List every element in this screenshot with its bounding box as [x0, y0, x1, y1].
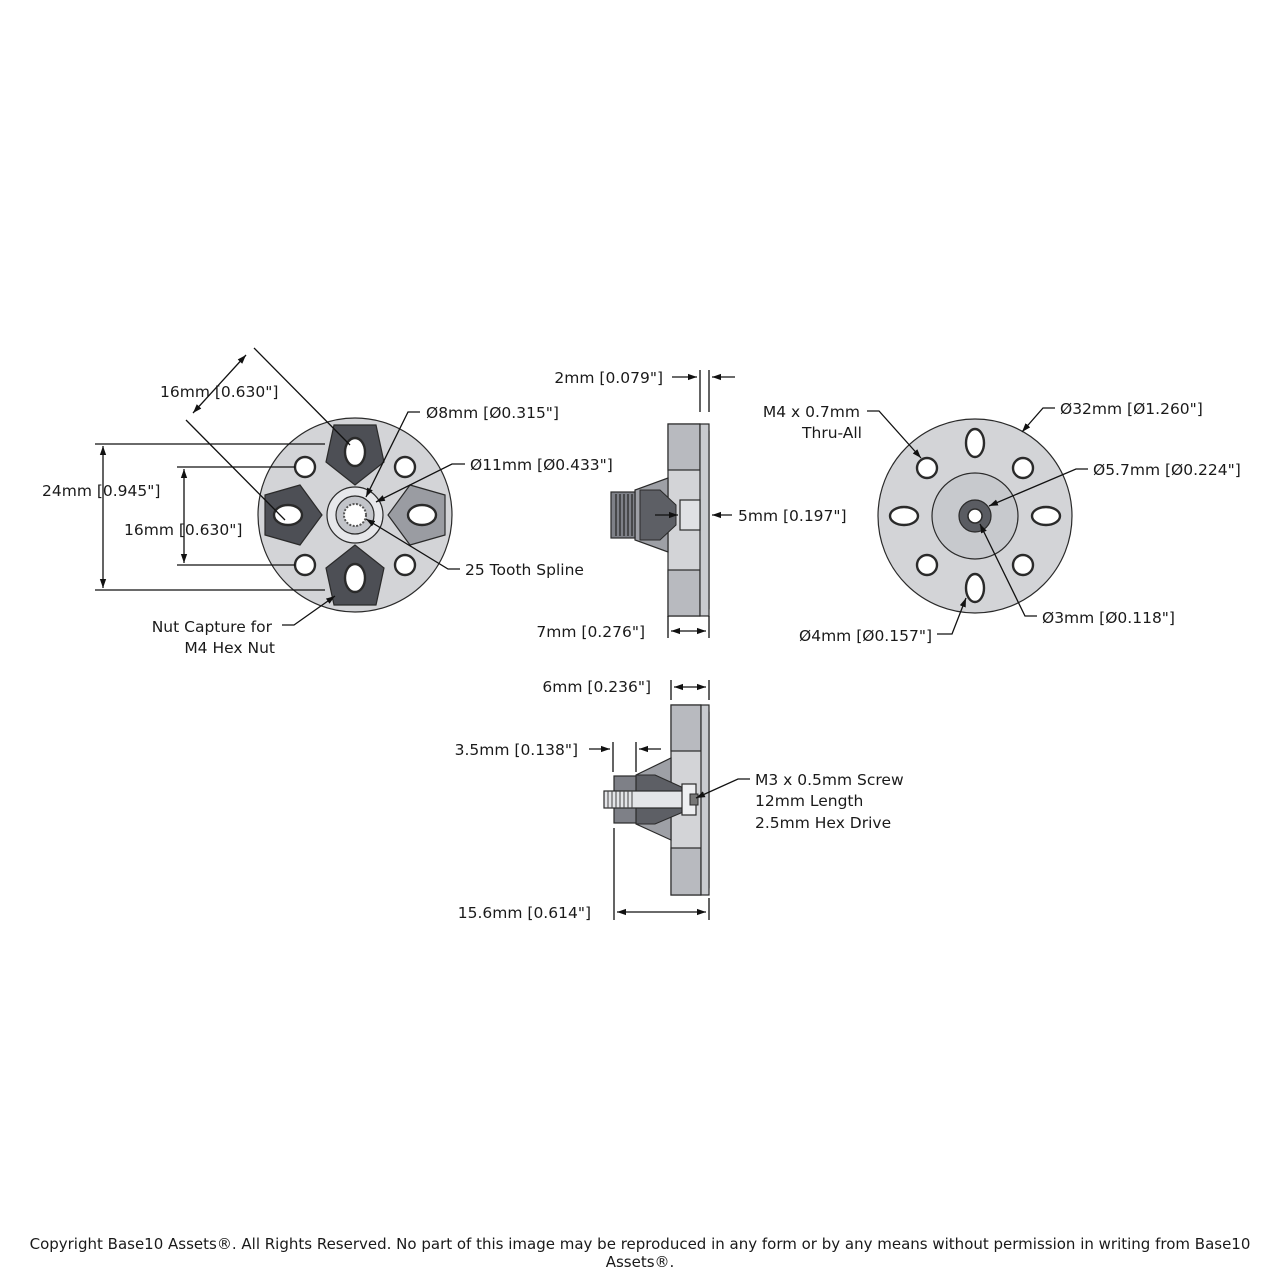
side-overall-label: 7mm [0.276"] — [536, 623, 645, 641]
back-slots — [888, 427, 1062, 604]
front-nut-capture-line2: M4 Hex Nut — [184, 639, 275, 657]
front-bore-label: Ø8mm [Ø0.315"] — [426, 404, 559, 422]
front-nut-capture-line1: Nut Capture for — [152, 618, 273, 636]
back-view: M4 x 0.7mm Thru-All Ø32mm [Ø1.260"] Ø5.7… — [763, 400, 1241, 645]
back-thread-line2: Thru-All — [801, 424, 862, 442]
side-flange-thickness-label: 2mm [0.079"] — [554, 369, 663, 387]
side-spline — [610, 491, 636, 539]
back-mount-holes — [915, 456, 1035, 577]
back-slot-label: Ø4mm [Ø0.157"] — [799, 627, 932, 645]
section-screw-line2: 12mm Length — [755, 792, 863, 810]
screw-shank — [603, 790, 691, 809]
back-outer-diameter-label: Ø32mm [Ø1.260"] — [1060, 400, 1203, 418]
front-view: 16mm [0.630"] Ø8mm [Ø0.315"] Ø11mm [Ø0.4… — [42, 347, 613, 657]
back-center-hole-label: Ø3mm [Ø0.118"] — [1042, 609, 1175, 627]
section-screw-protrusion-label: 3.5mm [0.138"] — [455, 741, 578, 759]
side-view: 2mm [0.079"] 5mm [0.197"] 7mm [0.276"] — [536, 369, 846, 641]
section-view: 6mm [0.236"] 3.5mm [0.138"] M3 x 0.5mm S… — [455, 678, 904, 922]
back-thread-line1: M4 x 0.7mm — [763, 403, 860, 421]
front-hub-label: Ø11mm [Ø0.433"] — [470, 456, 613, 474]
section-flange-to-face-label: 6mm [0.236"] — [542, 678, 651, 696]
front-diag-pitch-label: 16mm [0.630"] — [160, 383, 278, 401]
copyright-notice: Copyright Base10 Assets®. All Rights Res… — [29, 1235, 1251, 1271]
section-screw-line1: M3 x 0.5mm Screw — [755, 771, 904, 789]
spline-bore — [343, 503, 367, 527]
back-counterbore-label: Ø5.7mm [Ø0.224"] — [1093, 461, 1241, 479]
section-screw-line3: 2.5mm Hex Drive — [755, 814, 891, 832]
front-inner-span-label: 16mm [0.630"] — [124, 521, 242, 539]
back-center-hole — [967, 508, 983, 524]
front-spline-label: 25 Tooth Spline — [465, 561, 584, 579]
side-spline-depth-label: 5mm [0.197"] — [738, 507, 847, 525]
section-overall-label: 15.6mm [0.614"] — [458, 904, 591, 922]
front-outer-span-label: 24mm [0.945"] — [42, 482, 160, 500]
